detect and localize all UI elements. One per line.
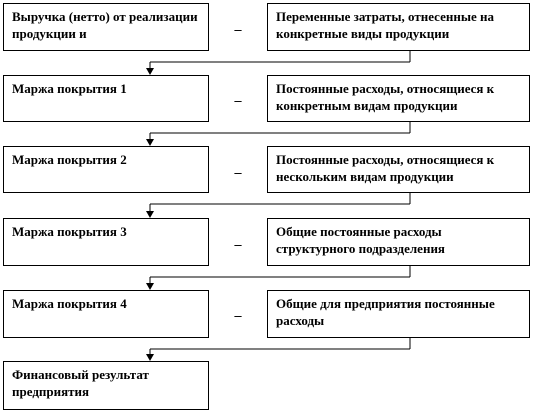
- arrow-head-3: [146, 211, 154, 218]
- margin-4-label: Маржа покрытия 4: [12, 296, 127, 311]
- margin-1-label: Маржа покрытия 1: [12, 81, 127, 96]
- minus-sign-1: _: [234, 18, 242, 33]
- arrow-head-4: [146, 283, 154, 290]
- connector-2: [146, 122, 411, 146]
- company-fixed-costs-label: Общие для предприятия постоянные расходы: [276, 296, 495, 328]
- connector-5: [146, 338, 411, 361]
- connector-1: [146, 51, 411, 75]
- arrow-head-2: [146, 139, 154, 146]
- margin-4-box: Маржа покрытия 4: [3, 290, 209, 338]
- arrow-head-1: [146, 68, 154, 75]
- company-fixed-costs-box: Общие для предприятия постоянные расходы: [267, 290, 530, 338]
- multi-product-fixed-costs-label: Постоянные расходы, относящиеся к нескол…: [276, 152, 495, 184]
- revenue-label: Выручка (нетто) от реализации продукции …: [12, 9, 198, 41]
- division-fixed-costs-label: Общие постоянные расходы структурного по…: [276, 224, 445, 256]
- minus-sign-2: _: [234, 89, 242, 104]
- margin-3-label: Маржа покрытия 3: [12, 224, 127, 239]
- revenue-box: Выручка (нетто) от реализации продукции …: [3, 3, 209, 51]
- financial-result-label: Финансовый результат предприятия: [12, 367, 149, 399]
- minus-sign-3: _: [234, 161, 242, 176]
- minus-sign-5: _: [234, 304, 242, 319]
- connector-3: [146, 193, 411, 218]
- financial-result-box: Финансовый результат предприятия: [3, 361, 209, 410]
- multi-product-fixed-costs-box: Постоянные расходы, относящиеся к нескол…: [267, 146, 530, 193]
- connector-4: [146, 266, 411, 290]
- margin-1-box: Маржа покрытия 1: [3, 75, 209, 122]
- margin-3-box: Маржа покрытия 3: [3, 218, 209, 266]
- product-fixed-costs-box: Постоянные расходы, относящиеся к конкре…: [267, 75, 530, 122]
- variable-costs-label: Переменные затраты, отнесенные на конкре…: [276, 9, 494, 41]
- division-fixed-costs-box: Общие постоянные расходы структурного по…: [267, 218, 530, 266]
- variable-costs-box: Переменные затраты, отнесенные на конкре…: [267, 3, 530, 51]
- product-fixed-costs-label: Постоянные расходы, относящиеся к конкре…: [276, 81, 495, 113]
- arrow-head-5: [146, 354, 154, 361]
- minus-sign-4: _: [234, 233, 242, 248]
- margin-2-label: Маржа покрытия 2: [12, 152, 127, 167]
- margin-2-box: Маржа покрытия 2: [3, 146, 209, 193]
